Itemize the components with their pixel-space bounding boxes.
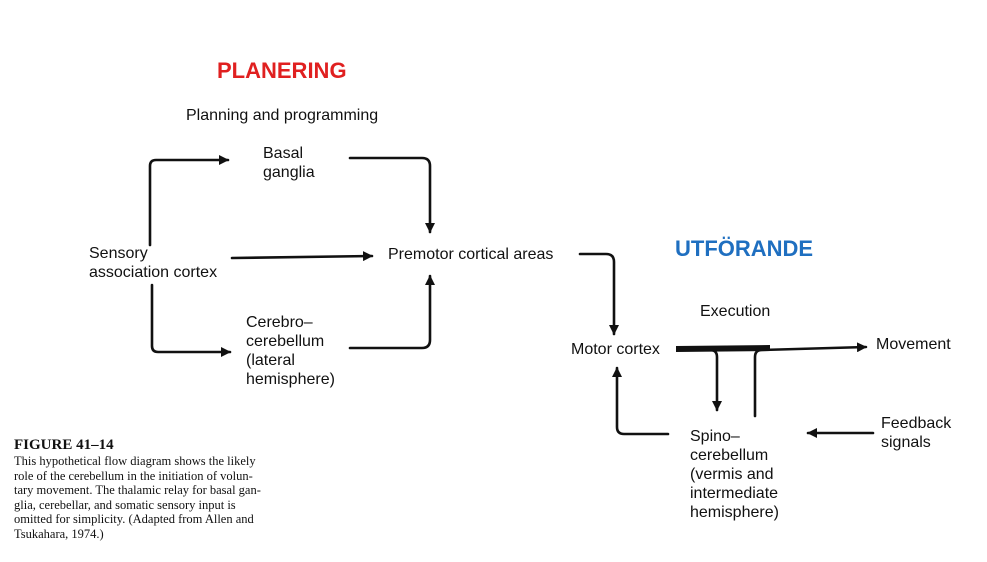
spinocerebellum-node: Spino– cerebellum (vermis and intermedia…: [690, 427, 779, 522]
arrow-sensory-to-cerebrocerebellum: [150, 283, 232, 357]
node-line: Feedback: [881, 415, 952, 432]
caption-line: role of the cerebellum in the initiation…: [14, 468, 253, 483]
node-line: (vermis and: [690, 466, 774, 483]
execution-label: Execution: [700, 303, 771, 320]
node-line: Cerebro–: [246, 314, 313, 331]
node-line: signals: [881, 434, 931, 451]
figure-caption: FIGURE 41–14 This hypothetical flow diag…: [14, 436, 334, 541]
caption-line: glia, cerebellar, and somatic sensory in…: [14, 497, 236, 512]
node-line: Spino–: [690, 428, 740, 445]
sensory-association-cortex-node: Sensory association cortex: [89, 244, 217, 282]
arrow-premotor-to-motor-cortex: [578, 252, 619, 336]
arrow-cerebrocerebellum-to-premotor: [348, 274, 435, 350]
node-line: cerebellum: [690, 447, 769, 464]
arrow-basal-ganglia-to-premotor: [348, 156, 435, 234]
execution-heading: UTFÖRANDE: [675, 236, 814, 261]
movement-node: Movement: [876, 336, 951, 353]
node-line: hemisphere): [246, 371, 335, 388]
feedback-signals-node: Feedback signals: [881, 414, 951, 452]
premotor-cortical-areas-node: Premotor cortical areas: [388, 246, 554, 263]
cerebrocerebellum-node: Cerebro– cerebellum (lateral hemisphere): [246, 313, 335, 389]
caption-line: This hypothetical flow diagram shows the…: [14, 454, 256, 468]
caption-line: tary movement. The thalamic relay for ba…: [14, 483, 261, 497]
node-line: association cortex: [89, 264, 218, 281]
caption-line: omitted for simplicity. (Adapted from Al…: [14, 512, 254, 526]
planning-heading: PLANERING: [217, 58, 347, 83]
node-line: ganglia: [263, 164, 315, 181]
node-line: (lateral: [246, 352, 295, 369]
figure-number: FIGURE 41–14: [14, 437, 114, 453]
node-line: intermediate: [690, 485, 779, 502]
motor-cortex-node: Motor cortex: [571, 341, 660, 358]
node-line: hemisphere): [690, 504, 779, 521]
node-line: cerebellum: [246, 333, 325, 350]
node-line: Basal: [263, 145, 304, 162]
arrow-sensory-to-basal-ganglia: [148, 155, 230, 247]
arrow-spinocerebellum-to-motor-cortex: [612, 366, 670, 436]
motor-output-bar: [676, 345, 770, 352]
arrow-sensory-to-premotor: [230, 251, 374, 262]
caption-line: Tsukahara, 1974.): [14, 526, 104, 541]
basal-ganglia-node: Basal ganglia: [263, 144, 315, 182]
arrow-motor-to-spinocerebellum: [688, 348, 722, 412]
node-line: Sensory: [89, 245, 148, 262]
planning-label: Planning and programming: [186, 107, 379, 124]
caption-text: This hypothetical flow diagram shows the…: [14, 454, 334, 541]
arrow-spinocerebellum-to-execution: [753, 342, 868, 418]
